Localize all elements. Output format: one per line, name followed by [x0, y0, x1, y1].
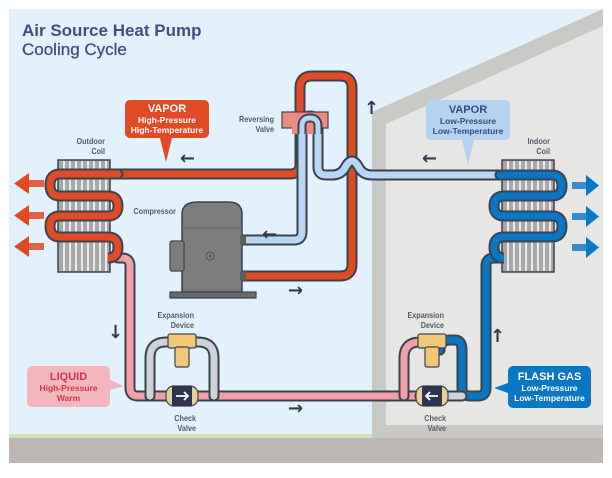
callout-liquid: LIQUID High-Pressure Warm: [27, 366, 110, 407]
cool-air-arrows: [572, 175, 599, 258]
heat-arrow-2: [14, 205, 44, 226]
check-valve-left-arrow-icon: [424, 391, 438, 401]
expansion-device-left-label-line1: Expansion: [157, 310, 194, 320]
grass-strip: [9, 434, 372, 438]
expansion-device-right: [417, 333, 447, 368]
outdoor-coil: [44, 159, 124, 273]
expansion-device-left-label: Expansion Device: [153, 310, 194, 330]
callout-tail-flash-gas: [494, 383, 508, 393]
check-valve-right-label-line2: Valve: [427, 423, 446, 433]
callout-line: High-Pressure: [39, 383, 98, 393]
house-floor: [372, 425, 603, 438]
cool-arrow-2: [572, 206, 599, 227]
check-valve-left-label-line1: Check: [174, 413, 196, 423]
outdoor-coil-label-line1: Outdoor: [76, 136, 105, 146]
ground: [9, 438, 603, 463]
callout-tail-vapor-cold: [462, 140, 474, 165]
callout-flash-gas: FLASH GAS Low-Pressure Low-Temperature: [508, 366, 591, 408]
outdoor-coil-label: Outdoor Coil: [67, 136, 105, 156]
flow-arrow-left-icon: ←: [262, 224, 278, 245]
flow-arrow-down-icon: ↓: [108, 322, 124, 343]
cool-arrow-3: [572, 237, 599, 258]
compressor: [169, 201, 257, 299]
heat-arrow-3: [14, 236, 44, 257]
indoor-coil-label-line2: Coil: [536, 146, 550, 156]
callout-line: High-Pressure: [137, 115, 197, 125]
compressor-label: Compressor: [133, 206, 176, 216]
callout-heading: VAPOR: [147, 103, 187, 115]
check-valve-left-label: Check Valve: [165, 413, 196, 433]
flow-arrow-left-icon: ←: [422, 148, 438, 169]
check-valve-right-label: Check Valve: [415, 413, 446, 433]
diagram-subtitle: Cooling Cycle: [22, 40, 127, 59]
reversing-valve-label-line1: Reversing: [239, 114, 274, 124]
callout-line: Low-Pressure: [439, 116, 497, 126]
callout-line: Low-Pressure: [521, 383, 578, 393]
expansion-device-left-label-line2: Device: [170, 320, 194, 330]
indoor-coil-label-line1: Indoor: [527, 136, 550, 146]
flow-arrow-up-icon: ↑: [364, 98, 380, 119]
callout-tail-liquid: [110, 380, 124, 390]
expansion-device-right-label-line2: Device: [420, 320, 444, 330]
flow-arrow-right-icon: →: [288, 280, 304, 301]
indoor-coil: [488, 159, 568, 273]
callout-tail-vapor-hot: [160, 138, 172, 162]
check-valve-left-label-line2: Valve: [177, 423, 196, 433]
cool-arrow-1: [572, 175, 599, 196]
reversing-valve-label-line2: Valve: [255, 124, 274, 134]
check-valve-left: [165, 385, 199, 407]
callout-line: High-Temperature: [130, 125, 204, 135]
flow-arrow-up-icon: ↑: [490, 326, 506, 347]
heat-arrow-1: [14, 173, 44, 194]
flow-arrow-right-icon: →: [288, 398, 304, 419]
flow-arrow-left-icon: ←: [180, 148, 196, 169]
check-valve-right-label-line1: Check: [424, 413, 446, 423]
callout-heading: LIQUID: [49, 371, 88, 383]
expansion-device-right-label-line1: Expansion: [407, 310, 444, 320]
expansion-device-left: [167, 333, 197, 368]
expansion-device-right-label: Expansion Device: [403, 310, 444, 330]
diagram-title: Air Source Heat Pump: [22, 21, 202, 40]
reversing-valve-label: Reversing Valve: [230, 114, 274, 134]
check-valve-right: [415, 385, 449, 407]
callout-line: Low-Temperature: [514, 393, 585, 403]
outdoor-coil-label-line2: Coil: [91, 146, 105, 156]
callout-vapor-high-pressure: VAPOR High-Pressure High-Temperature: [125, 100, 209, 138]
callout-line: Low-Temperature: [432, 126, 504, 136]
callout-vapor-low-pressure: VAPOR Low-Pressure Low-Temperature: [426, 100, 510, 140]
reversing-valve: [281, 111, 329, 134]
callout-heading: FLASH GAS: [517, 371, 582, 383]
check-valve-right-arrow-icon: [176, 391, 190, 401]
indoor-coil-label: Indoor Coil: [514, 136, 550, 156]
callout-line: Warm: [56, 393, 81, 403]
heat-out-arrows: [14, 173, 44, 257]
callout-heading: VAPOR: [448, 104, 488, 116]
